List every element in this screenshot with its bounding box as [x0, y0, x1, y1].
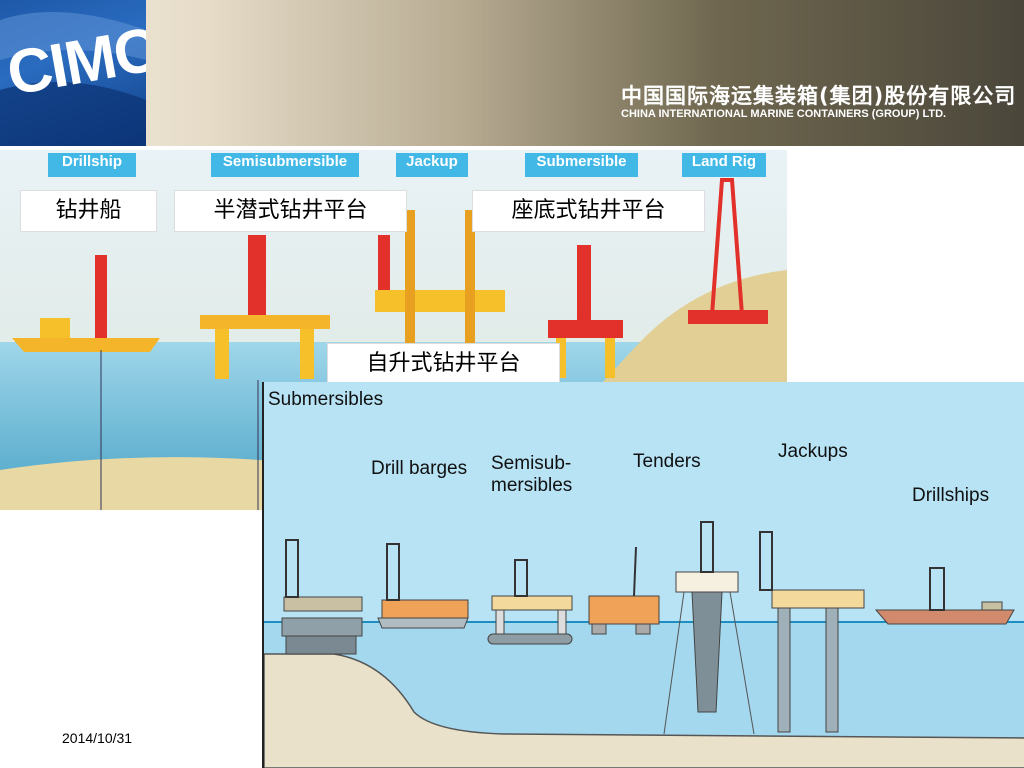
tender-rig-graphic	[588, 546, 660, 635]
cn-label-submersible: 座底式钻井平台	[472, 190, 705, 232]
offshore-rig-scene	[264, 382, 1024, 768]
label-semisubmersibles: Semisub- mersibles	[491, 453, 573, 496]
tender-tower-graphic	[663, 521, 755, 735]
label-land-rig: Land Rig	[682, 153, 766, 177]
slide-date: 2014/10/31	[62, 730, 133, 746]
offshore-rig-diagram: Submersibles Drill barges Semisub- mersi…	[262, 382, 1024, 768]
semisubmersible-graphic	[200, 235, 330, 510]
company-name-chinese: 中国国际海运集装箱(集团)股份有限公司	[621, 84, 1017, 108]
logo-flag-graphic	[0, 12, 146, 146]
drillship-rig-graphic	[874, 567, 1015, 625]
semisub-rig-graphic	[487, 559, 573, 645]
jackup-graphic	[375, 210, 505, 360]
drill-barge-graphic	[377, 543, 469, 629]
submersible-rig-graphic	[281, 539, 363, 655]
label-semisubmersible: Semisubmersible	[211, 153, 359, 177]
cn-label-jackup: 自升式钻井平台	[327, 343, 560, 385]
label-jackups: Jackups	[778, 441, 848, 462]
label-drillships: Drillships	[912, 485, 990, 506]
label-drillship: Drillship	[48, 153, 136, 177]
label-submersible: Submersible	[525, 153, 638, 177]
drillship-graphic	[12, 255, 160, 510]
cn-label-drillship: 钻井船	[20, 190, 157, 232]
land-rig-graphic	[688, 178, 768, 324]
submersible-graphic	[548, 245, 623, 378]
company-name-english: CHINA INTERNATIONAL MARINE CONTAINERS (G…	[621, 108, 947, 120]
cn-label-semisubmersible: 半潜式钻井平台	[174, 190, 407, 232]
label-drill-barges: Drill barges	[371, 458, 468, 479]
header-banner	[0, 0, 1024, 146]
cimc-logo: CIMC	[0, 0, 146, 146]
jackup-rig-graphic	[759, 531, 865, 733]
label-jackup: Jackup	[396, 153, 468, 177]
label-tenders: Tenders	[633, 451, 701, 472]
label-submersibles: Submersibles	[268, 389, 384, 410]
